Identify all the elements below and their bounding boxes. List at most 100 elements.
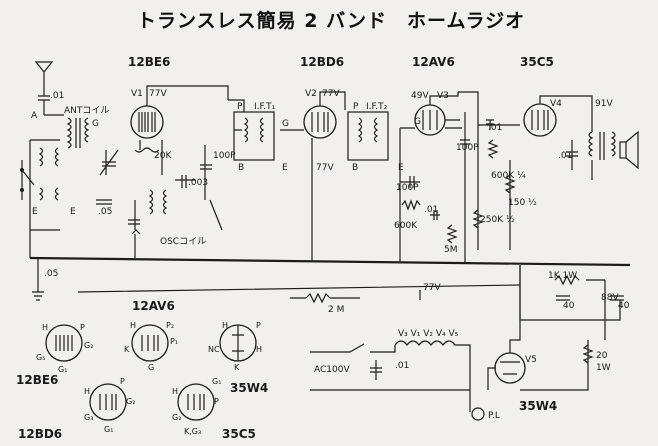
tube-v4-35c5 bbox=[523, 95, 593, 137]
svg-text:P: P bbox=[214, 397, 219, 406]
pinout-12bd6: H P G₂ G₃ G₁ bbox=[84, 377, 135, 434]
diagram-title: トランスレス簡易 2 バンド ホームラジオ bbox=[137, 9, 525, 32]
tube-label-12av6: 12AV6 bbox=[412, 55, 455, 69]
label-v3-ref: V3 bbox=[437, 91, 449, 101]
osc-circuit bbox=[128, 140, 223, 235]
label-bplus-voltage: 77V bbox=[423, 283, 441, 293]
label-node-a: A bbox=[31, 111, 38, 121]
speaker-icon bbox=[619, 130, 639, 170]
label-res-600k-det: 600K bbox=[394, 221, 418, 231]
pinout-label-35c5: 35C5 bbox=[222, 427, 256, 441]
svg-text:G₁: G₁ bbox=[104, 425, 113, 434]
label-cap-40a: 40 bbox=[563, 301, 575, 311]
svg-text:K,G₃: K,G₃ bbox=[184, 427, 201, 436]
tube-label-35c5: 35C5 bbox=[520, 55, 554, 69]
b-plus-rail bbox=[77, 284, 521, 304]
label-node-g2: G bbox=[282, 119, 289, 129]
label-v4-ref: V4 bbox=[550, 99, 562, 109]
label-ant-coil: ANTコイル bbox=[64, 106, 109, 116]
detector-network bbox=[400, 112, 470, 250]
label-cap-01-output: .01 bbox=[558, 151, 572, 161]
label-pilot-lamp: P.L bbox=[488, 411, 500, 421]
label-heater-string: V₃ V₁ V₂ V₄ V₅ bbox=[398, 329, 459, 339]
label-res-250k: 250K ½ bbox=[480, 215, 515, 225]
svg-text:H: H bbox=[130, 321, 136, 330]
svg-text:K: K bbox=[234, 363, 240, 372]
svg-text:H: H bbox=[172, 387, 178, 396]
label-node-g1: G bbox=[92, 119, 99, 129]
svg-text:H: H bbox=[42, 323, 48, 332]
svg-text:NC: NC bbox=[208, 345, 220, 354]
tube-label-12bd6: 12BD6 bbox=[300, 55, 344, 69]
label-node-g3: G bbox=[414, 117, 421, 127]
label-node-e2: E bbox=[70, 207, 76, 217]
label-cap-01-line: .01 bbox=[395, 361, 409, 371]
label-cap-100p-det: 100P bbox=[396, 183, 419, 193]
label-res-20-watt: 1W bbox=[596, 363, 611, 373]
label-ac100v: AC100V bbox=[314, 365, 350, 375]
svg-text:K: K bbox=[124, 345, 130, 354]
pinout-label-12av6: 12AV6 bbox=[132, 299, 175, 313]
svg-text:H: H bbox=[256, 345, 262, 354]
band-switch bbox=[20, 160, 35, 200]
label-cap-003: .003 bbox=[188, 178, 208, 188]
label-v2-plate-voltage: 77V bbox=[322, 89, 340, 99]
label-ift2: I.F.T₂ bbox=[366, 102, 388, 112]
ac-input bbox=[310, 340, 485, 421]
label-rect-type: 35W4 bbox=[519, 399, 557, 413]
label-res-1k: 1K 1W bbox=[548, 271, 577, 281]
tube-label-12be6: 12BE6 bbox=[128, 55, 170, 69]
tube-v1-12be6 bbox=[130, 85, 229, 139]
svg-text:P₁: P₁ bbox=[170, 337, 178, 346]
svg-text:H: H bbox=[84, 387, 90, 396]
label-cap-05-bypass: .05 bbox=[44, 269, 58, 279]
svg-text:P: P bbox=[80, 323, 85, 332]
rectifier-v5 bbox=[487, 265, 526, 390]
label-cap-100p-plate: 100P bbox=[456, 143, 479, 153]
label-v88: 88V bbox=[601, 293, 619, 303]
svg-text:P: P bbox=[120, 377, 125, 386]
label-node-e4: E bbox=[398, 163, 404, 173]
pinout-label-12be6: 12BE6 bbox=[16, 373, 58, 387]
label-osc-coil: OSCコイル bbox=[160, 237, 206, 247]
label-res-20: 20 bbox=[596, 351, 608, 361]
ift1 bbox=[228, 99, 275, 161]
label-node-p1: P bbox=[237, 102, 243, 112]
label-cap-01-det: .01 bbox=[424, 205, 438, 215]
antenna-symbol bbox=[34, 61, 54, 96]
label-node-p2: P bbox=[353, 102, 359, 112]
label-cap-01-coupling: .01 bbox=[488, 123, 502, 133]
label-v2-screen-voltage: 77V bbox=[316, 163, 334, 173]
label-cap-05-tune: .05 bbox=[98, 207, 112, 217]
pinout-label-35w4: 35W4 bbox=[230, 381, 268, 395]
audio-coupling bbox=[458, 91, 520, 250]
label-cap-01-ant: .01 bbox=[50, 91, 64, 101]
svg-text:P₂: P₂ bbox=[166, 321, 174, 330]
label-v1-plate-voltage: 77V bbox=[149, 89, 167, 99]
svg-text:G₂: G₂ bbox=[172, 413, 181, 422]
tuning-capacitor bbox=[96, 149, 119, 205]
antenna-capacitor bbox=[38, 95, 50, 115]
label-v5-ref: V5 bbox=[525, 355, 537, 365]
svg-text:G₃: G₃ bbox=[84, 413, 93, 422]
label-node-b1: B bbox=[238, 163, 244, 173]
label-node-e1: E bbox=[32, 207, 38, 217]
ant-coil bbox=[29, 114, 90, 231]
svg-text:G₅: G₅ bbox=[36, 353, 45, 362]
tube-v3-12av6 bbox=[399, 92, 462, 250]
label-v1-ref: V1 bbox=[131, 89, 143, 99]
svg-text:G₂: G₂ bbox=[126, 397, 135, 406]
label-res-150: 150 ½ bbox=[508, 198, 537, 208]
label-cap-100p-osc: 100P bbox=[213, 151, 236, 161]
ground-bus bbox=[29, 200, 631, 301]
ift2 bbox=[347, 111, 389, 161]
label-v4-plate-voltage: 91V bbox=[595, 99, 613, 109]
label-res-2m: 2 M bbox=[328, 305, 344, 315]
label-node-e3: E bbox=[282, 163, 288, 173]
label-res-5m: 5M bbox=[444, 245, 458, 255]
label-v2-ref: V2 bbox=[305, 89, 317, 99]
